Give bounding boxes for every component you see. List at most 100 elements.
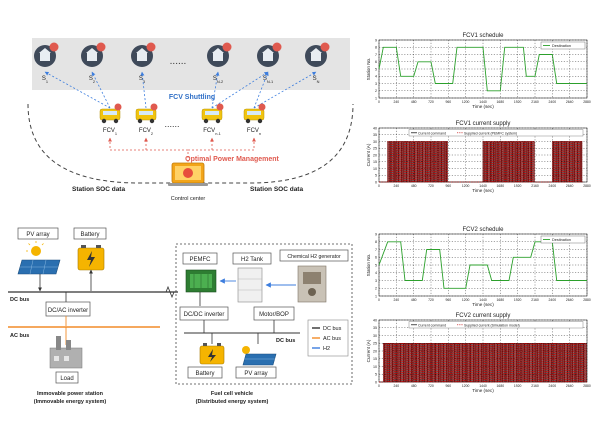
x-axis-label: Time (sec) — [472, 104, 494, 109]
series-line-supplied-current — [379, 342, 587, 383]
x-tick-label: 1920 — [514, 100, 522, 104]
y-axis-label: Current (A) — [366, 339, 371, 362]
x-tick-label: 0 — [378, 184, 380, 188]
vehicle-wheel — [113, 118, 119, 124]
station-label-3: S3 — [139, 76, 145, 84]
y-tick-label: 9 — [375, 232, 377, 236]
y-tick-label: 1 — [375, 96, 377, 100]
battery-icon — [77, 245, 105, 271]
x-tick-label: 2640 — [566, 298, 574, 302]
chemical-generator-icon — [297, 265, 327, 303]
shuttle-arrow — [44, 71, 111, 109]
pm-arrow — [188, 137, 256, 151]
y-tick-label: 2 — [375, 287, 377, 291]
y-tick-label: 7 — [375, 248, 377, 252]
x-tick-label: 1200 — [462, 184, 470, 188]
y-axis-label: Current (A) — [366, 143, 371, 166]
vehicle-title: Fuel cell vehicle — [211, 391, 253, 397]
x-tick-label: 2880 — [583, 184, 591, 188]
x-tick-label: 1440 — [479, 184, 487, 188]
y-tick-label: 20 — [373, 153, 377, 157]
chart-legend — [540, 41, 586, 50]
h2-tank-label: H2 Tank — [241, 257, 264, 263]
solar-panel-icon — [17, 259, 61, 275]
x-tick-label: 2400 — [549, 298, 557, 302]
ac-bus-label: AC bus — [10, 333, 29, 339]
station-building — [137, 53, 147, 61]
y-tick-label: 0 — [375, 380, 377, 384]
series-line-destination — [378, 46, 587, 92]
fcv-shuttling-label: FCV Shuttling — [169, 94, 215, 101]
optimal-power-management-label: Optimal Power Management — [185, 156, 279, 163]
x-tick-label: 960 — [445, 384, 451, 388]
power-management-arrows — [108, 137, 256, 162]
battery-box — [73, 227, 107, 240]
vehicle-wheel — [137, 118, 143, 124]
shuttle-arrow — [253, 71, 269, 109]
station-badge — [96, 42, 106, 52]
y-tick-label: 6 — [375, 60, 377, 64]
vehicle-badge — [258, 103, 266, 111]
station-building — [40, 53, 50, 61]
station-building — [87, 53, 97, 61]
x-axis-label: Time (sec) — [472, 188, 494, 193]
station-label-4: SN-2 — [213, 76, 223, 84]
x-tick-label: 1680 — [497, 298, 505, 302]
sun-icon — [26, 241, 44, 256]
vehicle-label-4: FCVn — [247, 128, 261, 136]
vehicle-wheel — [257, 118, 263, 124]
legend-label: Destination — [552, 238, 571, 242]
control-center-icon — [168, 162, 208, 186]
y-axis-label: Station No. — [366, 254, 371, 277]
load-label: Load — [60, 376, 73, 382]
x-tick-label: 480 — [411, 100, 417, 104]
vehicle-window — [103, 111, 117, 115]
y-tick-label: 5 — [375, 67, 377, 71]
y-tick-label: 4 — [375, 271, 377, 275]
y-tick-label: 10 — [373, 365, 377, 369]
vehicle-link-line — [155, 285, 176, 299]
x-tick-label: 1920 — [514, 384, 522, 388]
chart-legend — [408, 129, 584, 137]
shuttle-arrow — [91, 71, 111, 109]
y-tick-label: 5 — [375, 373, 377, 377]
station-badge — [146, 42, 156, 52]
station-roof — [39, 48, 51, 53]
x-tick-label: 720 — [428, 184, 434, 188]
vehicle-sun-icon — [242, 346, 250, 354]
station-icon-2 — [81, 42, 106, 67]
y-tick-label: 35 — [373, 326, 377, 330]
station-building — [263, 53, 273, 61]
vehicle-wheel — [203, 118, 209, 124]
x-tick-label: 240 — [393, 384, 399, 388]
station-roof — [136, 48, 148, 53]
x-tick-label: 2400 — [549, 384, 557, 388]
station-icon-6 — [305, 42, 330, 67]
x-tick-label: 1200 — [462, 384, 470, 388]
vehicle-label-2: FCV2 — [139, 128, 153, 136]
dcac-inverter-label: DC/AC inverter — [48, 308, 88, 314]
chart-title: FCV1 current supply — [456, 121, 511, 127]
station-badge — [49, 42, 59, 52]
vehicle-boundary — [175, 243, 353, 385]
shuttling-arrows — [44, 71, 317, 109]
x-tick-label: 0 — [378, 384, 380, 388]
pemfc-box — [182, 252, 218, 265]
series-line-supplied-current — [379, 141, 583, 183]
vehicle-badge — [150, 103, 158, 111]
legend-label: DC bus — [323, 326, 342, 332]
station-title: Immovable power station — [37, 391, 104, 397]
chart-title: FCV1 schedule — [462, 33, 504, 39]
chemical-generator-label: Chemical H2 generator — [287, 254, 341, 260]
station-badge — [272, 42, 282, 52]
vehicle-badge — [114, 103, 122, 111]
y-tick-label: 15 — [373, 160, 377, 164]
y-tick-label: 40 — [373, 318, 377, 322]
vehicle-solar-panel-icon — [242, 353, 277, 366]
y-tick-label: 5 — [375, 174, 377, 178]
x-tick-label: 2160 — [531, 100, 539, 104]
